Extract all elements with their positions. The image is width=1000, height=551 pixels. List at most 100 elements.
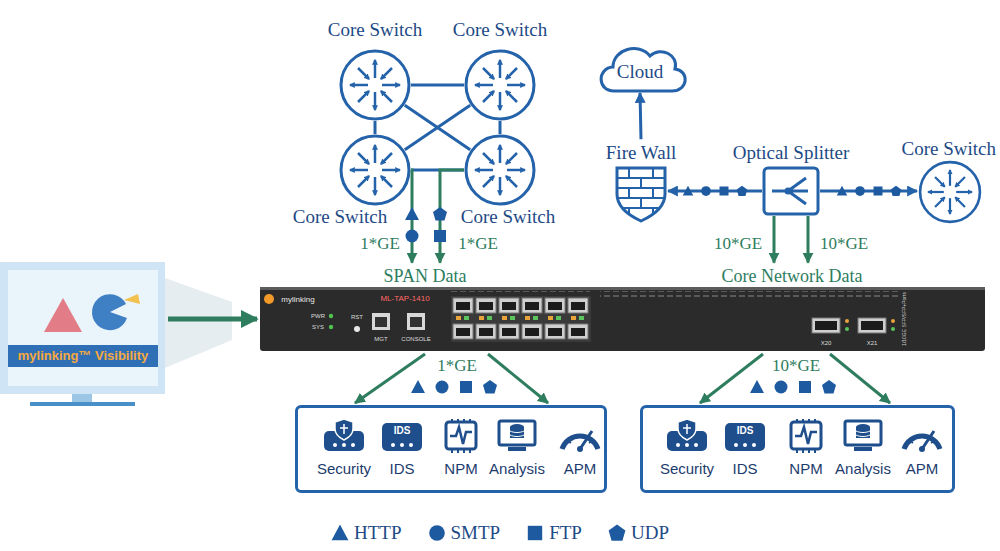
legend-text: HTTP (354, 522, 402, 544)
node-text: X20 (821, 340, 832, 347)
node-text: Optical Splitter (733, 142, 850, 164)
connector (411, 85, 464, 86)
node-text: CONSOLE (401, 336, 430, 343)
security-tool: Security (657, 418, 718, 478)
legend-item: SMTP (428, 522, 501, 544)
node-text: Core Switch (461, 206, 555, 228)
connector-line (807, 216, 810, 263)
connector (820, 191, 917, 192)
firewall: Fire Wall (617, 168, 665, 221)
connector (168, 319, 257, 320)
connector-line (374, 121, 377, 134)
node-text: PWR (311, 313, 325, 320)
node-text: IDS (737, 425, 754, 437)
edge-label: 1*GE (437, 356, 477, 376)
node-text: Analysis (489, 460, 545, 477)
node-text: APM (906, 460, 939, 477)
node-text: mylinking™ Visibility (18, 349, 149, 364)
connector (668, 191, 762, 192)
node-text: 1/10GE SFP/SFP+Ports (902, 292, 908, 346)
edge-label: 1*GE (458, 234, 498, 254)
core-switch-icons (341, 51, 980, 222)
ids-tool: IDSIDS (380, 418, 424, 478)
legend-item: HTTP (331, 522, 402, 544)
node-text: Core Switch (453, 19, 547, 41)
analysis-tool: Analysis (832, 418, 894, 478)
node-text: Core Switch (328, 19, 422, 41)
visibility-monitor (0, 262, 232, 406)
legend-shape (526, 524, 544, 542)
section-label: SPAN Data (384, 266, 467, 287)
legend-item: UDP (608, 522, 669, 544)
connector-line (405, 105, 470, 150)
connector (774, 216, 775, 263)
connector-line (830, 354, 890, 403)
optical-splitter: Optical Splitter (764, 168, 818, 214)
tool-icons (324, 419, 940, 453)
legend-text: FTP (549, 522, 582, 544)
node-text: NPM (444, 460, 477, 477)
connector (405, 105, 470, 150)
connector (808, 216, 809, 263)
connector-line (488, 354, 548, 403)
legend-item: FTP (526, 522, 582, 544)
connector-line (700, 354, 763, 403)
connector-line (668, 190, 762, 193)
firewall-icon (617, 168, 665, 221)
edge-label: 10*GE (820, 234, 868, 254)
tool-group: Security IDS IDS NPM AnalysisAPM (640, 405, 955, 493)
connector-line (499, 121, 502, 134)
connector-line (411, 84, 464, 87)
connector-line (405, 105, 470, 150)
core-switch: Core Switch (339, 134, 411, 206)
edge-label: 1*GE (360, 234, 400, 254)
node-text: X21 (867, 340, 878, 347)
legend: HTTP SMTP FTP UDP (0, 522, 1000, 544)
node-text: Fire Wall (606, 142, 676, 164)
node-text: NPM (789, 460, 822, 477)
connector-line (773, 216, 776, 263)
node-text: ML-TAP-1410 (380, 294, 429, 303)
cloud-shape (601, 49, 685, 91)
connector (700, 354, 890, 403)
analysis-tool: Analysis (486, 418, 548, 478)
node-text: Cloud (617, 61, 663, 83)
connector (355, 354, 548, 403)
node-text: MGT (374, 336, 387, 343)
node-text: Security (317, 460, 371, 477)
core-switch: Core Switch (339, 49, 411, 121)
connector-line (640, 93, 641, 139)
legend-text: SMTP (451, 522, 501, 544)
tap-chassis (260, 287, 985, 351)
tap-device: mylinking ML-TAP-1410PWR SYS RST MGT CONSOLE X… (260, 287, 985, 351)
apm-tool: APM (558, 418, 602, 478)
cloud: Cloud (604, 55, 676, 89)
edge-label: 10*GE (772, 356, 820, 376)
connector (375, 121, 376, 134)
core-switch: Core Switch (920, 162, 980, 222)
node-text: APM (564, 460, 597, 477)
visibility-monitor: mylinking™ Visibility (0, 262, 165, 394)
apm-tool: APM (900, 418, 944, 478)
connector (405, 105, 470, 150)
connector-line (820, 190, 917, 193)
node-text: RST (351, 314, 363, 321)
node-text: SYS (312, 324, 324, 331)
npm-tool: NPM (784, 418, 828, 478)
connector-line (168, 317, 257, 322)
node-text: mylinking (281, 295, 314, 304)
ids-tool: IDS IDS (723, 418, 767, 478)
npm-tool: NPM (439, 418, 483, 478)
node-text: Core Switch (293, 206, 387, 228)
connector-line (355, 354, 425, 403)
edge-label: 10*GE (714, 234, 762, 254)
tool-group: Security IDSIDS NPM Analysis APM (295, 405, 607, 493)
section-label: Core Network Data (722, 266, 863, 287)
node-text: Core Switch (902, 138, 996, 160)
node-text: IDS (732, 460, 757, 477)
legend-shape (428, 524, 446, 542)
connector (640, 93, 641, 139)
legend-shape (331, 524, 349, 542)
node-text: Security (660, 460, 714, 477)
